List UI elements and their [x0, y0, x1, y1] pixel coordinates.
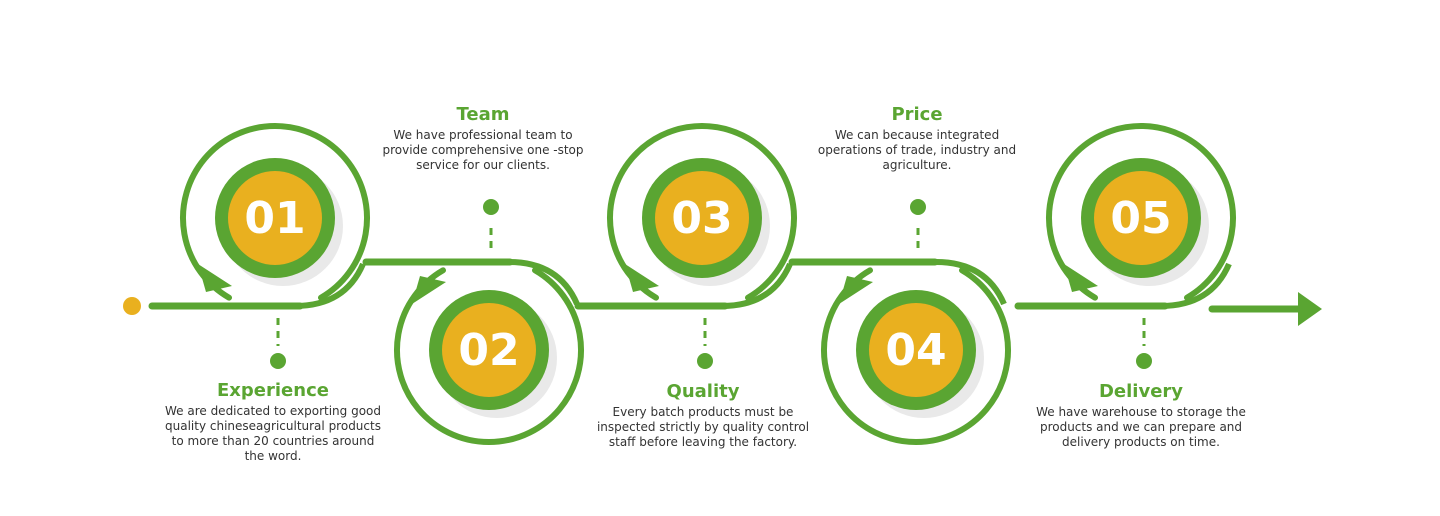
- arrow-right-icon: [1298, 292, 1322, 326]
- badge-inner: [655, 171, 749, 265]
- step-04-badge: 04: [821, 199, 1011, 445]
- leader-dot: [910, 199, 926, 215]
- leader-dot: [697, 353, 713, 369]
- ring-connector: [721, 262, 793, 309]
- badge-inner: [228, 171, 322, 265]
- step-02-badge: 02: [394, 199, 584, 445]
- badge-inner: [442, 303, 536, 397]
- step-number: 01: [244, 193, 305, 244]
- step-02-text: Team We have professional team to provid…: [378, 104, 588, 173]
- step-ring: [180, 123, 370, 301]
- step-number: 03: [671, 193, 732, 244]
- leader: [270, 318, 286, 369]
- ring-arrow-icon: [1064, 264, 1098, 292]
- step-02-title: Team: [456, 104, 510, 125]
- step-ring: [607, 123, 797, 301]
- leader: [910, 199, 926, 248]
- step-05-description: We have warehouse to storage the product…: [1036, 405, 1246, 449]
- leader-dot: [483, 199, 499, 215]
- start-dot: [123, 297, 141, 315]
- badge-inner: [869, 303, 963, 397]
- leader: [1136, 318, 1152, 369]
- step-01-title: Experience: [217, 380, 329, 401]
- step-04-title: Price: [891, 104, 943, 125]
- leader-dot: [1136, 353, 1152, 369]
- ring-arrow-icon: [412, 276, 446, 304]
- step-03-description: Every batch products must be inspected s…: [596, 405, 810, 449]
- step-04-description: We can because integrated operations of …: [817, 128, 1017, 172]
- ring-arrow-icon: [625, 264, 659, 292]
- step-number: 05: [1110, 193, 1171, 244]
- step-01-text: Experience We are dedicated to exporting…: [160, 380, 386, 464]
- leader: [697, 318, 713, 369]
- ring-connector: [1160, 262, 1232, 309]
- badge-inner: [1094, 171, 1188, 265]
- step-03-text: Quality Every batch products must be ins…: [596, 381, 810, 450]
- step-01-description: We are dedicated to exporting good quali…: [164, 404, 382, 463]
- step-number: 02: [458, 325, 519, 376]
- leader-dot: [270, 353, 286, 369]
- step-04-text: Price We can because integrated operatio…: [812, 104, 1022, 173]
- step-02-description: We have professional team to provide com…: [382, 128, 584, 172]
- ring-connector: [935, 259, 1007, 306]
- ring-connector: [508, 259, 580, 306]
- step-05-badge: 05: [1046, 123, 1236, 369]
- step-number: 04: [885, 325, 946, 376]
- step-03-badge: 03: [607, 123, 797, 369]
- step-ring: [394, 267, 584, 445]
- step-01-badge: 01: [180, 123, 370, 369]
- ring-arrow-icon: [198, 264, 232, 292]
- ring-arrow-icon: [839, 276, 873, 304]
- step-ring: [821, 267, 1011, 445]
- step-05-text: Delivery We have warehouse to storage th…: [1030, 381, 1252, 450]
- step-05-title: Delivery: [1098, 381, 1184, 402]
- leader: [483, 199, 499, 248]
- ring-connector: [294, 262, 366, 309]
- step-ring: [1046, 123, 1236, 301]
- step-03-title: Quality: [666, 381, 740, 402]
